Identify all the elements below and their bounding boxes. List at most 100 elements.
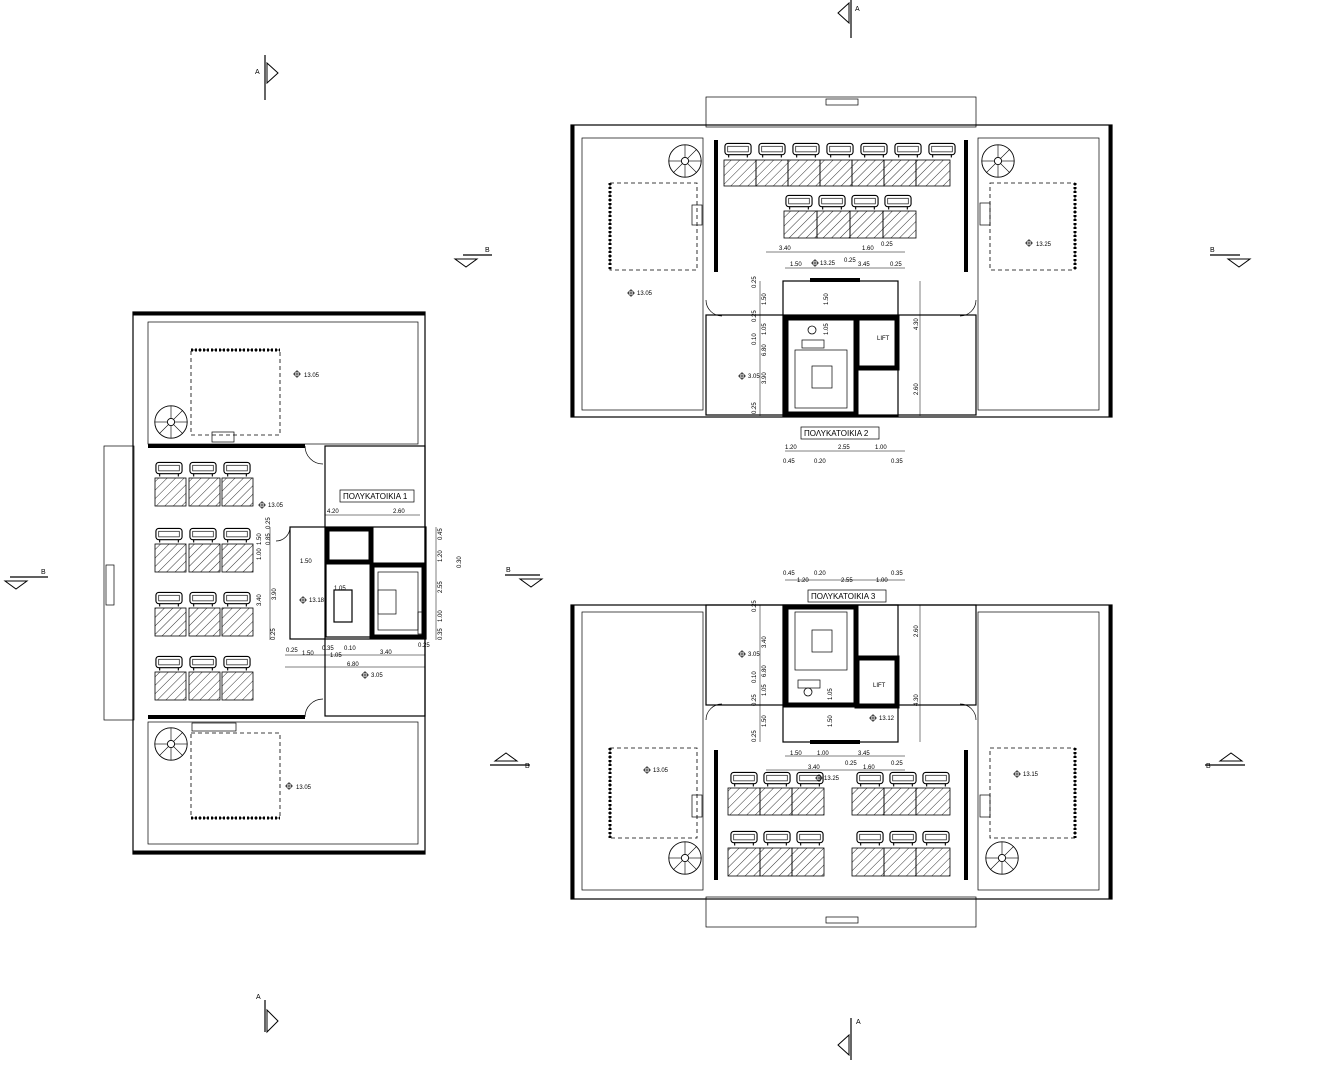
- b3-level-lift: 13.12: [879, 716, 895, 722]
- b1-level-corr: 3.05: [371, 673, 383, 679]
- b1-dim: 3.40: [257, 594, 263, 606]
- b3-dim: 6.80: [762, 665, 768, 677]
- b2-east-terrace: [977, 137, 1100, 411]
- level-mark-icon: [1013, 770, 1021, 778]
- level-mark-icon: [811, 259, 819, 267]
- section-marker-a: A: [837, 1018, 861, 1060]
- section-marker-b: B: [453, 247, 492, 268]
- b2-lift-label: LIFT: [877, 336, 890, 342]
- svg-text:A: A: [256, 994, 261, 1001]
- level-mark-icon: [361, 671, 369, 679]
- b1-dim: 2.60: [393, 509, 405, 515]
- building-3-plan: LIFT ΠΟΛΥΚΑΤΟΙΚΙΑ 3 3.05 13.12 13.25 13.…: [570, 571, 1113, 928]
- b2-north-balcony: [705, 96, 977, 128]
- b3-parking-spaces: [727, 771, 951, 877]
- b3-spiral-stair-east-icon: [985, 841, 1019, 875]
- b2-dim: 1.60: [862, 246, 874, 252]
- b3-west-terrace: [581, 611, 704, 891]
- b3-lift-label: LIFT: [873, 683, 886, 689]
- b1-dim: 1.50: [300, 559, 312, 565]
- b2-dim: 1.50: [824, 293, 830, 305]
- b1-level-bottom: 13.05: [296, 785, 312, 791]
- b1-dim: 2.55: [438, 581, 444, 593]
- section-marker-b: B: [1205, 752, 1245, 770]
- b1-dim: 0.10: [344, 646, 356, 652]
- b3-dim: 0.10: [752, 671, 758, 683]
- b1-top-terrace: [147, 321, 419, 445]
- section-marker-a: A: [256, 994, 279, 1034]
- b3-dim: 2.55: [841, 578, 853, 584]
- b3-dim: 1.00: [817, 751, 829, 757]
- b3-dim: 0.25: [752, 600, 758, 612]
- b1-dim: 3.40: [380, 650, 392, 656]
- b3-dim: 2.60: [914, 625, 920, 637]
- b3-dim: 1.05: [828, 688, 834, 700]
- b2-dim: 4.30: [914, 318, 920, 330]
- b3-dim: 0.25: [752, 694, 758, 706]
- building-2-plan: LIFT ΠΟΛΥΚΑΤΟΙΚΙΑ 2 13.05 13.25 13.25 3.…: [570, 96, 1113, 465]
- b3-dim: 1.20: [797, 578, 809, 584]
- svg-text:A: A: [856, 1019, 861, 1026]
- b2-parking-spaces: [723, 142, 956, 239]
- b1-dim: 1.05: [334, 586, 346, 592]
- section-marker-b: B: [3, 569, 48, 590]
- b2-dim: 3.45: [858, 262, 870, 268]
- b2-dim: 1.20: [785, 445, 797, 451]
- b3-level-core: 3.05: [748, 652, 760, 658]
- b3-dim: 1.05: [762, 684, 768, 696]
- b2-spiral-stair-west-icon: [668, 144, 702, 178]
- b2-level-left: 13.05: [637, 291, 653, 297]
- b3-level-left: 13.05: [653, 768, 669, 774]
- b1-dim: 1.20: [438, 550, 444, 562]
- b2-dim: 3.90: [762, 372, 768, 384]
- b2-dim: 0.25: [752, 310, 758, 322]
- b3-dim: 0.25: [845, 761, 857, 767]
- b1-outer-wall: [132, 311, 426, 855]
- b3-dim: 1.00: [876, 578, 888, 584]
- b2-spiral-stair-east-icon: [981, 144, 1015, 178]
- b3-dim: 1.50: [790, 751, 802, 757]
- b3-dim: 0.20: [814, 571, 826, 577]
- b2-dim: 0.45: [783, 459, 795, 465]
- section-marker-b: B: [505, 567, 544, 588]
- b1-dim: 4.20: [327, 509, 339, 515]
- b2-dim: 2.55: [838, 445, 850, 451]
- b2-dim: 0.25: [752, 402, 758, 414]
- level-mark-icon: [258, 501, 266, 509]
- level-mark-icon: [293, 370, 301, 378]
- b3-dim: 0.45: [783, 571, 795, 577]
- b2-dim: 1.50: [790, 262, 802, 268]
- level-mark-icon: [869, 714, 877, 722]
- b3-dim: 1.50: [762, 715, 768, 727]
- b1-bottom-terrace: [147, 721, 419, 845]
- b2-dim: 0.25: [890, 262, 902, 268]
- b3-dim: 0.25: [891, 761, 903, 767]
- b2-dim: 1.00: [875, 445, 887, 451]
- b2-dim: 2.60: [914, 383, 920, 395]
- b1-spiral-stair-top-icon: [154, 405, 188, 439]
- b3-east-terrace: [977, 611, 1100, 891]
- b1-level-top: 13.05: [304, 373, 320, 379]
- level-mark-icon: [627, 289, 635, 297]
- b3-dim: 0.25: [752, 730, 758, 742]
- b2-west-terrace: [581, 137, 704, 411]
- b2-level-right: 13.25: [1036, 242, 1052, 248]
- level-mark-icon: [738, 650, 746, 658]
- b1-dim: 0.25: [266, 517, 272, 529]
- b1-dim: 0.85: [266, 533, 272, 545]
- b3-label: ΠΟΛΥΚΑΤΟΙΚΙΑ 3: [811, 592, 876, 601]
- level-mark-icon: [1025, 239, 1033, 247]
- b2-level-core: 3.05: [748, 374, 760, 380]
- b3-spiral-stair-west-icon: [668, 841, 702, 875]
- b1-core: [289, 526, 427, 640]
- b2-dim: 1.50: [762, 293, 768, 305]
- b3-dim: 3.40: [762, 636, 768, 648]
- b2-dim: 0.35: [891, 459, 903, 465]
- b1-dim: 0.35: [322, 646, 334, 652]
- b3-dim: 1.50: [828, 715, 834, 727]
- b2-dim: 1.05: [762, 323, 768, 335]
- section-marker-b: B: [490, 752, 530, 770]
- b2-dim: 1.05: [824, 323, 830, 335]
- b1-dim: 0.30: [457, 556, 463, 568]
- b3-dim: 3.40: [808, 765, 820, 771]
